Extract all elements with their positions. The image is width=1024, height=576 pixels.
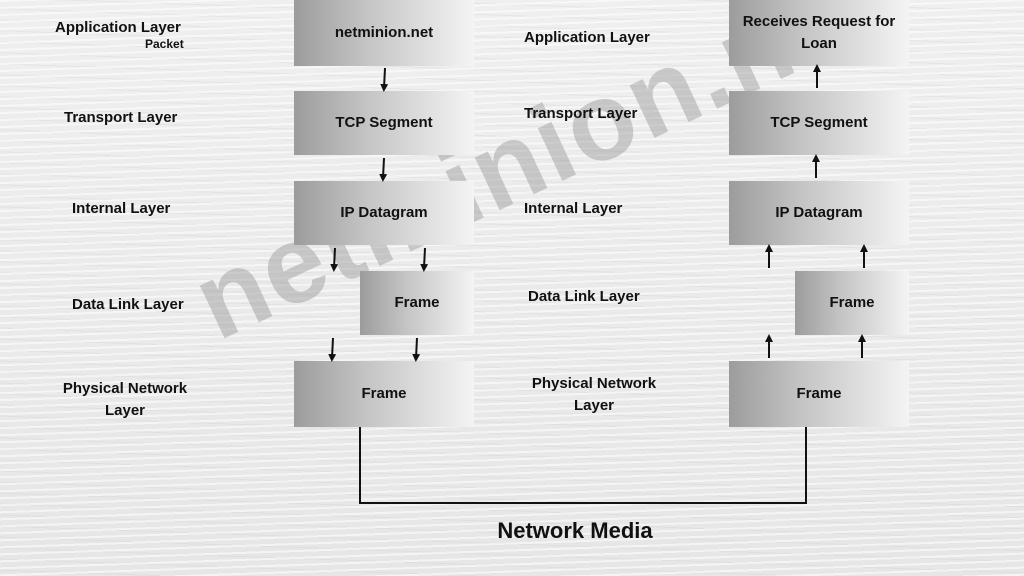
left-label-datalink: Data Link Layer (72, 296, 184, 313)
receiver-physical-box: Frame (729, 361, 909, 427)
receiver-datalink-box: Frame (795, 271, 909, 335)
arrow-down-internal-datalink-2 (420, 247, 429, 272)
arrow-down-datalink-physical-1 (328, 337, 337, 362)
right-label-datalink: Data Link Layer (528, 288, 640, 305)
right-label-transport: Transport Layer (524, 105, 638, 122)
arrow-down-datalink-physical-2 (412, 337, 421, 362)
left-label-application: Application Layer (55, 19, 181, 36)
sender-internal-box: IP Datagram (294, 181, 474, 245)
receiver-internal-box: IP Datagram (729, 181, 909, 245)
left-label-transport: Transport Layer (64, 109, 178, 126)
sender-application-box: netminion.net (294, 0, 474, 66)
right-label-application: Application Layer (524, 29, 650, 46)
arrow-down-internal-datalink-1 (330, 247, 339, 272)
sender-physical-box: Frame (294, 361, 474, 427)
right-label-internal: Internal Layer (524, 200, 623, 217)
network-media-line (359, 427, 807, 504)
network-media-label: Network Media (497, 518, 653, 543)
left-label-packet: Packet (145, 37, 184, 51)
left-label-internal: Internal Layer (72, 200, 171, 217)
receiver-transport-box: TCP Segment (729, 91, 909, 155)
right-label-physical: Physical Network Layer (531, 375, 657, 414)
sender-datalink-box: Frame (360, 271, 474, 335)
arrow-down-transport-internal (379, 157, 388, 182)
receiver-application-box: Receives Request for Loan (729, 0, 909, 66)
arrow-down-app-transport (380, 67, 389, 92)
left-label-physical: Physical Network Layer (62, 380, 188, 419)
sender-transport-box: TCP Segment (294, 91, 474, 155)
